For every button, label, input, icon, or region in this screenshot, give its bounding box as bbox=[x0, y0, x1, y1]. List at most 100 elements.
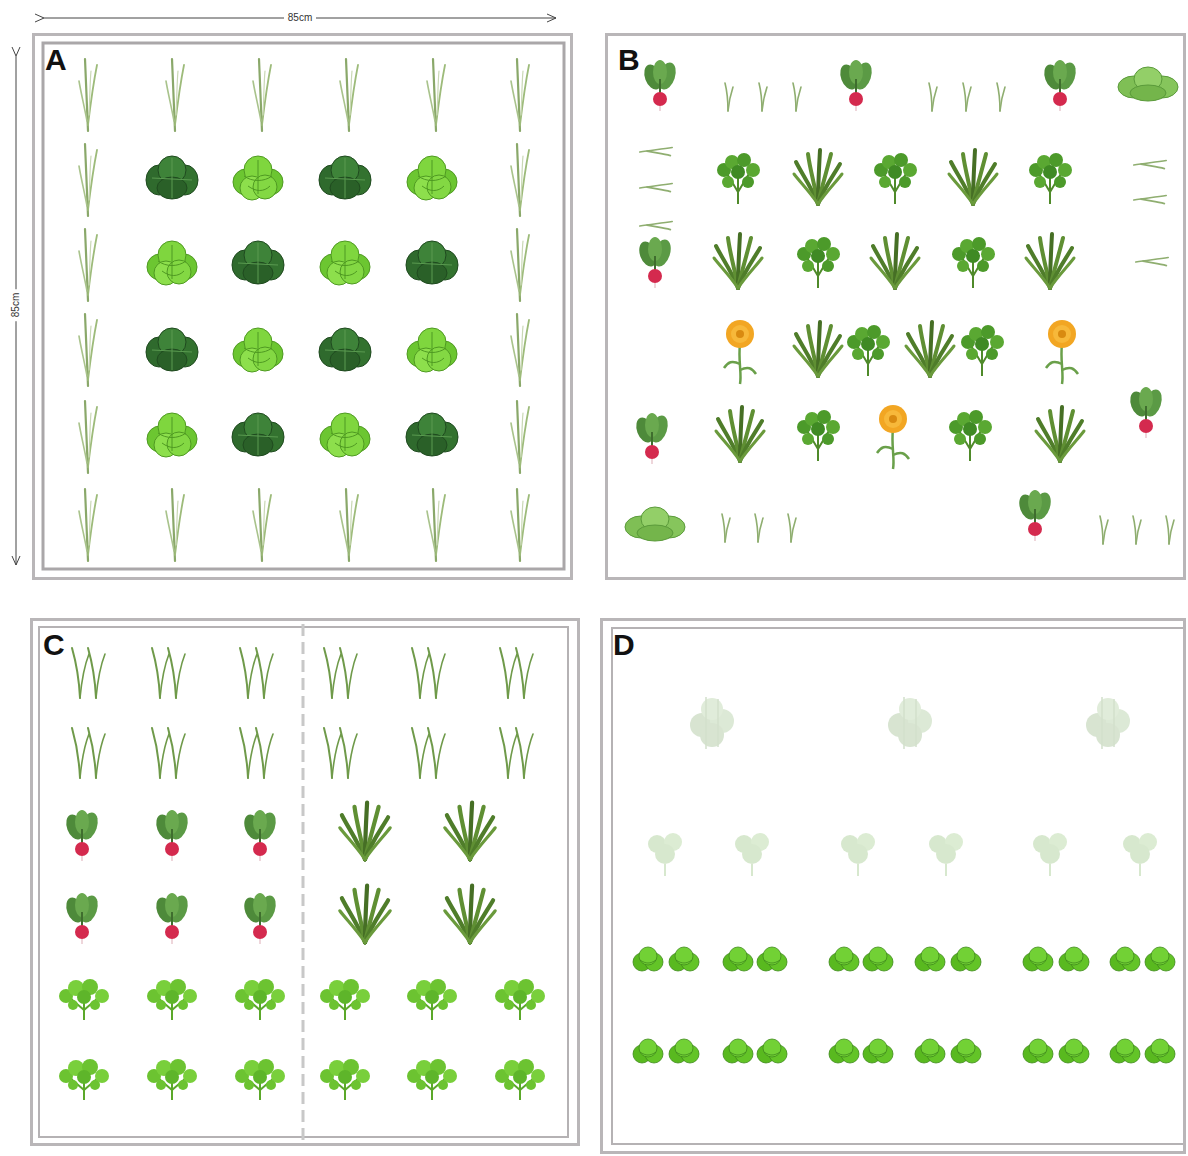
smalllettuce-plant bbox=[915, 1039, 945, 1063]
smalllettuce-plant bbox=[915, 947, 945, 971]
radish-plant bbox=[1016, 490, 1054, 541]
arugula-plant bbox=[794, 322, 842, 376]
dark-plant bbox=[319, 328, 371, 371]
smalllettuce-plant bbox=[757, 947, 787, 971]
parsleyC-plant bbox=[320, 979, 370, 1020]
lettuce-plant bbox=[320, 413, 370, 457]
bed-panel: D bbox=[600, 618, 1186, 1154]
parsley-plant bbox=[874, 153, 917, 204]
smalllettuce-plant bbox=[951, 947, 981, 971]
arugula-plant bbox=[445, 803, 495, 860]
radish-plant bbox=[1041, 60, 1079, 111]
sprout-plant bbox=[997, 83, 1005, 111]
leafh-plant bbox=[640, 222, 672, 230]
ghostbig-plant bbox=[888, 697, 932, 749]
bokchoy-plant bbox=[625, 507, 685, 541]
smalllettuce-plant bbox=[1059, 1039, 1089, 1063]
parsleyC-plant bbox=[407, 979, 457, 1020]
parsley-plant bbox=[797, 237, 840, 288]
sprout-plant bbox=[1133, 516, 1141, 544]
onion-plant bbox=[79, 401, 97, 473]
parsleyC-plant bbox=[495, 979, 545, 1020]
panel-letter: D bbox=[613, 629, 635, 661]
smalllettuce-plant bbox=[633, 947, 663, 971]
onion-plant bbox=[427, 59, 445, 131]
radish-plant bbox=[63, 810, 101, 861]
smalllettuce-plant bbox=[1023, 947, 1053, 971]
lettuce-plant bbox=[147, 241, 197, 285]
bed-panel: A bbox=[32, 33, 573, 580]
ghost-plant bbox=[929, 833, 963, 876]
parsleyC-plant bbox=[59, 1059, 109, 1100]
radish-plant bbox=[636, 237, 674, 288]
dark-plant bbox=[146, 156, 198, 199]
onion-plant bbox=[511, 144, 529, 216]
lettuce-plant bbox=[407, 328, 457, 372]
onion-plant bbox=[79, 229, 97, 301]
arugula-plant bbox=[1036, 407, 1084, 461]
onion2-plant bbox=[324, 728, 357, 778]
dimension-label: 85cm bbox=[284, 12, 316, 24]
lettuce-plant bbox=[407, 156, 457, 200]
dark-plant bbox=[406, 241, 458, 284]
smalllettuce-plant bbox=[863, 1039, 893, 1063]
onion-plant bbox=[253, 489, 271, 561]
arugula-plant bbox=[340, 886, 390, 943]
onion-plant bbox=[511, 401, 529, 473]
lettuce-plant bbox=[233, 328, 283, 372]
dark-plant bbox=[406, 413, 458, 456]
arugula-plant bbox=[716, 407, 764, 461]
inner-frame bbox=[43, 43, 564, 569]
arugula-plant bbox=[949, 150, 997, 204]
sprout-plant bbox=[1166, 516, 1174, 544]
onion2-plant bbox=[152, 728, 185, 778]
onion-plant bbox=[427, 489, 445, 561]
radish-plant bbox=[241, 893, 279, 944]
smalllettuce-plant bbox=[1023, 1039, 1053, 1063]
parsleyC-plant bbox=[147, 1059, 197, 1100]
onion2-plant bbox=[240, 648, 273, 698]
onion-plant bbox=[340, 59, 358, 131]
leafh-plant bbox=[1134, 161, 1166, 169]
panel-letter: A bbox=[45, 44, 67, 76]
parsley-plant bbox=[797, 410, 840, 461]
radish-plant bbox=[633, 413, 671, 464]
parsley-plant bbox=[1029, 153, 1072, 204]
sprout-plant bbox=[788, 514, 796, 542]
parsley-plant bbox=[961, 325, 1004, 376]
onion-plant bbox=[511, 229, 529, 301]
parsleyC-plant bbox=[235, 1059, 285, 1100]
parsley-plant bbox=[847, 325, 890, 376]
arugula-plant bbox=[1026, 234, 1074, 288]
onion-plant bbox=[166, 59, 184, 131]
smalllettuce-plant bbox=[723, 947, 753, 971]
onion-plant bbox=[340, 489, 358, 561]
radish-plant bbox=[153, 810, 191, 861]
ghostbig-plant bbox=[1086, 697, 1130, 749]
sprout-plant bbox=[755, 514, 763, 542]
smalllettuce-plant bbox=[669, 947, 699, 971]
onion-plant bbox=[166, 489, 184, 561]
smalllettuce-plant bbox=[1059, 947, 1089, 971]
radish-plant bbox=[63, 893, 101, 944]
smalllettuce-plant bbox=[669, 1039, 699, 1063]
onion-plant bbox=[253, 59, 271, 131]
onion2-plant bbox=[240, 728, 273, 778]
dark-plant bbox=[232, 413, 284, 456]
smalllettuce-plant bbox=[757, 1039, 787, 1063]
leafh-plant bbox=[640, 184, 672, 192]
smalllettuce-plant bbox=[1145, 947, 1175, 971]
smalllettuce-plant bbox=[1110, 947, 1140, 971]
bed-panel: B bbox=[605, 33, 1186, 580]
onion2-plant bbox=[152, 648, 185, 698]
smalllettuce-plant bbox=[829, 1039, 859, 1063]
smalllettuce-plant bbox=[951, 1039, 981, 1063]
bokchoy-plant bbox=[1118, 67, 1178, 101]
sprout-plant bbox=[793, 83, 801, 111]
ghostbig-plant bbox=[690, 697, 734, 749]
onion-plant bbox=[79, 314, 97, 386]
smalllettuce-plant bbox=[1145, 1039, 1175, 1063]
onion2-plant bbox=[72, 648, 105, 698]
dimension-label: 85cm bbox=[10, 289, 22, 321]
lettuce-plant bbox=[320, 241, 370, 285]
